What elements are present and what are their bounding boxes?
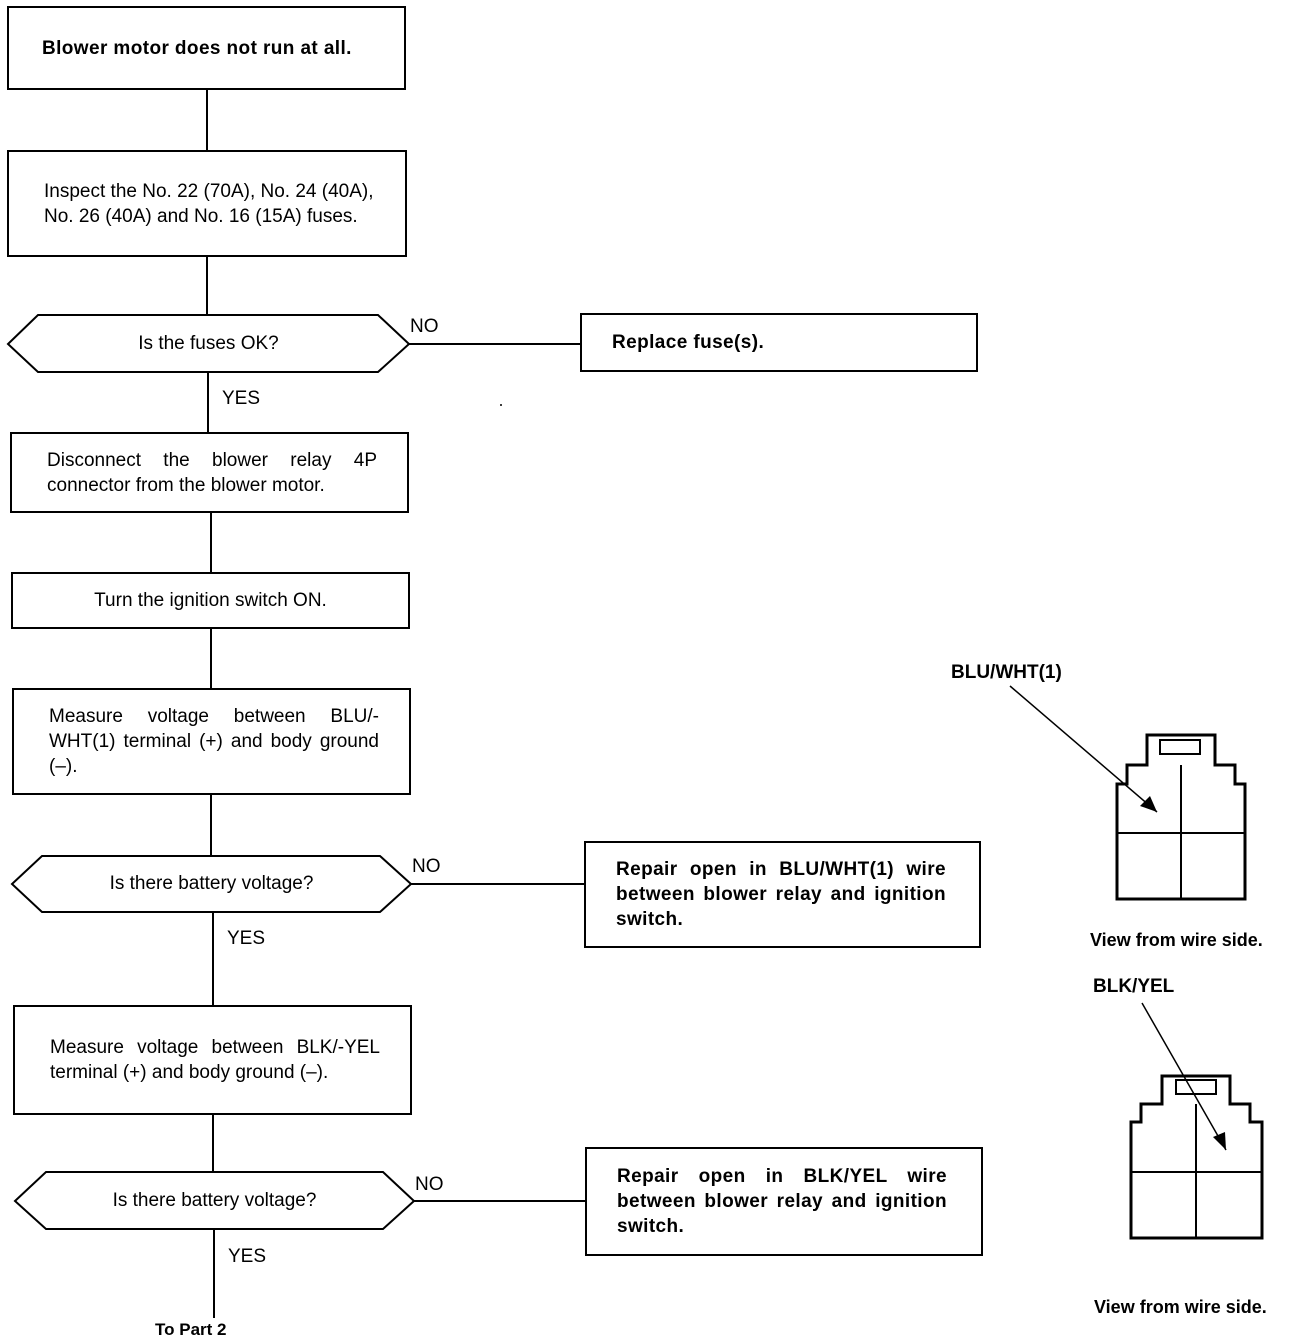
- ignition-text: Turn the ignition switch ON.: [94, 590, 327, 611]
- yes-label: YES: [228, 1246, 267, 1267]
- decision-fuses: Is the fuses OK?: [8, 315, 409, 372]
- repair-blk-text: Repair open in BLK/YEL wire between blow…: [617, 1166, 947, 1237]
- inspect-fuses-text: Inspect the No. 22 (70A), No. 24 (40A), …: [44, 180, 374, 227]
- measure-blu-text: Measure voltage between BLU/-WHT(1) term…: [49, 706, 379, 777]
- disconnect-text: Disconnect the blower relay 4P connector…: [47, 449, 377, 496]
- no-label: NO: [415, 1174, 444, 1195]
- decision-voltage-1-text: Is there battery voltage?: [109, 873, 314, 894]
- measure-blk-text: Measure voltage between BLK/-YEL termina…: [50, 1037, 380, 1083]
- decision-voltage-2: Is there battery voltage?: [15, 1172, 414, 1229]
- replace-fuses-text: Replace fuse(s).: [612, 332, 765, 353]
- yes-label: YES: [227, 928, 266, 949]
- measure-blk-box: Measure voltage between BLK/-YEL termina…: [13, 1005, 412, 1115]
- continue-label: To Part 2: [155, 1320, 227, 1339]
- start-box: Blower motor does not run at all.: [7, 6, 406, 90]
- no-label: NO: [412, 856, 441, 877]
- repair-blu-box: Repair open in BLU/WHT(1) wire between b…: [584, 841, 981, 948]
- connector-bottom-label: BLK/YEL: [1093, 976, 1175, 997]
- decision-shape: [10, 855, 413, 913]
- decision-voltage-1: Is there battery voltage?: [12, 856, 411, 912]
- disconnect-box: Disconnect the blower relay 4P connector…: [10, 432, 409, 513]
- stray-dot: [500, 404, 502, 406]
- replace-fuses-box: Replace fuse(s).: [580, 313, 978, 372]
- repair-blu-text: Repair open in BLU/WHT(1) wire between b…: [616, 859, 946, 930]
- connector-bottom-caption: View from wire side.: [1094, 1297, 1267, 1317]
- yes-label: YES: [222, 388, 261, 409]
- connector-diagram-top: [1009, 685, 1247, 901]
- repair-blk-box: Repair open in BLK/YEL wire between blow…: [585, 1147, 983, 1256]
- no-label: NO: [410, 316, 439, 337]
- measure-blu-box: Measure voltage between BLU/-WHT(1) term…: [12, 688, 411, 795]
- connector-top-caption: View from wire side.: [1090, 930, 1263, 950]
- ignition-box: Turn the ignition switch ON.: [11, 572, 410, 629]
- decision-shape: [13, 1171, 416, 1230]
- connector-top-label: BLU/WHT(1): [951, 662, 1062, 683]
- decision-voltage-2-text: Is there battery voltage?: [112, 1189, 317, 1211]
- start-text: Blower motor does not run at all.: [42, 37, 352, 59]
- decision-shape: [6, 314, 411, 373]
- connector-diagram-bottom: [1129, 1002, 1264, 1240]
- inspect-fuses-box: Inspect the No. 22 (70A), No. 24 (40A), …: [7, 150, 407, 257]
- decision-fuses-text: Is the fuses OK?: [138, 332, 279, 354]
